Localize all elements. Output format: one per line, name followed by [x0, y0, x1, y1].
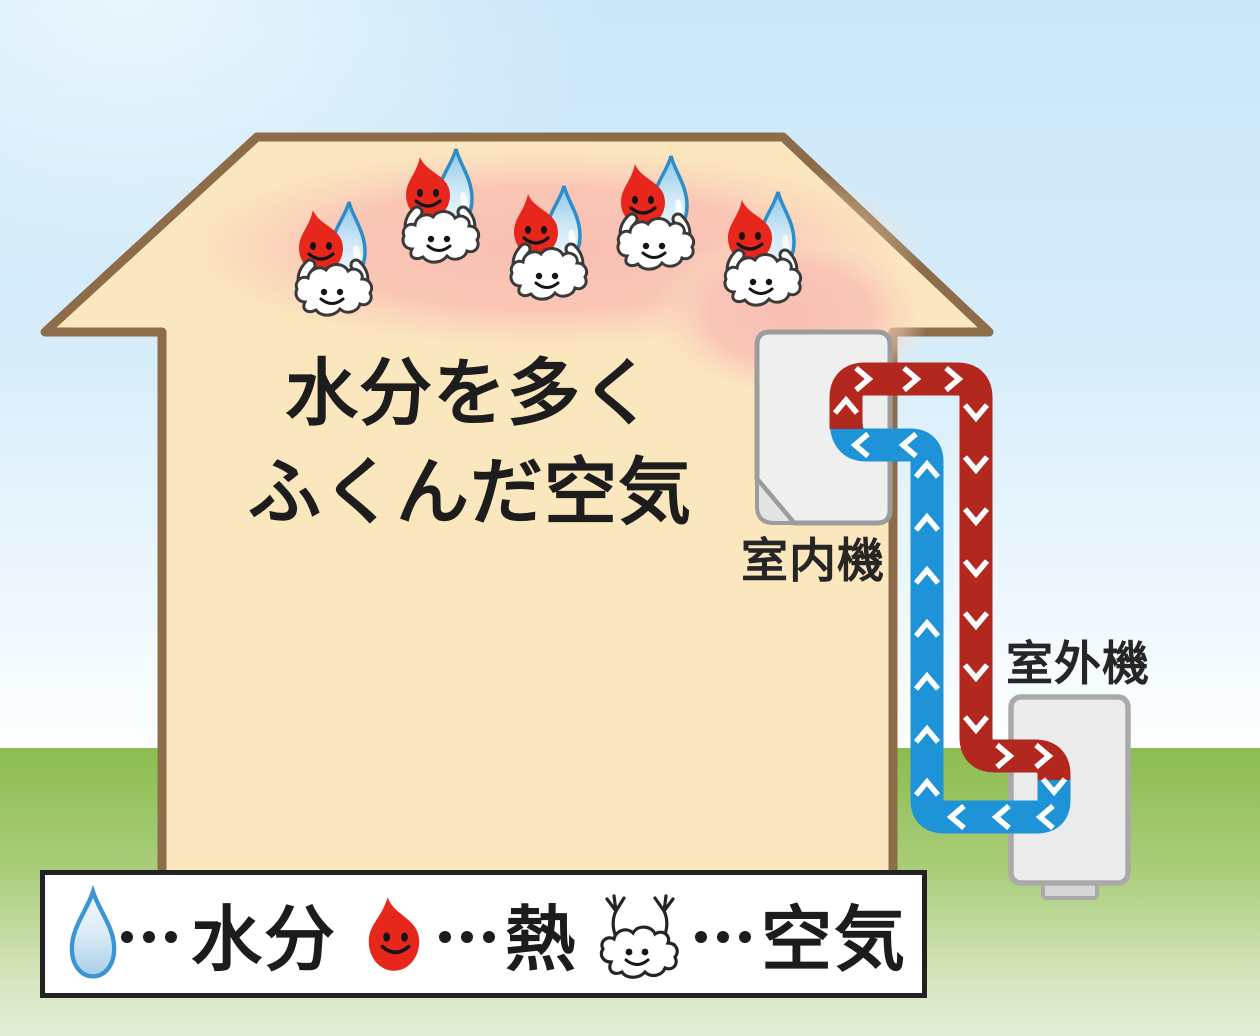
chevron-up-icon — [913, 671, 941, 691]
chevron-up-icon — [913, 459, 941, 479]
chevron-down-icon — [962, 611, 990, 631]
chevron-up-icon — [913, 565, 941, 585]
legend-separator — [695, 931, 751, 943]
caption-line-1: 水分を多く — [285, 353, 655, 434]
outdoor-unit-label: 室外機 — [1006, 637, 1150, 690]
legend-separator — [439, 931, 495, 943]
flow-chevrons — [832, 365, 1068, 831]
legend-label-moisture: 水分 — [191, 901, 338, 980]
caption-line-2: ふくんだ空気 — [248, 452, 692, 533]
air-cloud-icon — [599, 894, 679, 979]
indoor-unit-label: 室内機 — [741, 534, 885, 587]
chevron-up-icon — [913, 724, 941, 744]
humid-air-caption: 水分を多く ふくんだ空気 — [120, 344, 820, 542]
chevron-left-icon — [1035, 803, 1055, 831]
chevron-up-icon — [913, 777, 941, 797]
heat-droplet-icon — [368, 897, 420, 971]
chevron-right-icon — [1034, 742, 1054, 770]
chevron-down-icon — [962, 715, 990, 735]
chevron-down-icon — [1040, 777, 1068, 797]
page-curl — [755, 477, 796, 525]
chevron-left-icon — [991, 803, 1011, 831]
chevron-down-icon — [962, 403, 990, 423]
legend: 水分 熱 空気 — [40, 870, 927, 998]
chevron-right-icon — [854, 365, 874, 393]
chevron-right-icon — [944, 365, 964, 393]
chevron-down-icon — [962, 455, 990, 475]
chevron-down-icon — [962, 559, 990, 579]
chevron-left-icon — [850, 431, 870, 459]
chevron-up-icon — [913, 618, 941, 638]
chevron-down-icon — [962, 507, 990, 527]
legend-separator — [121, 931, 177, 943]
chevron-right-icon — [995, 742, 1015, 770]
chevron-up-icon — [913, 512, 941, 532]
chevron-left-icon — [946, 803, 966, 831]
chevron-down-icon — [962, 663, 990, 683]
moisture-droplet-icon — [69, 885, 117, 979]
chevron-right-icon — [902, 365, 922, 393]
legend-label-air: 空気 — [761, 901, 908, 980]
chevron-left-icon — [898, 431, 918, 459]
chevron-up-icon — [832, 395, 860, 415]
legend-label-heat: 熱 — [505, 901, 579, 980]
